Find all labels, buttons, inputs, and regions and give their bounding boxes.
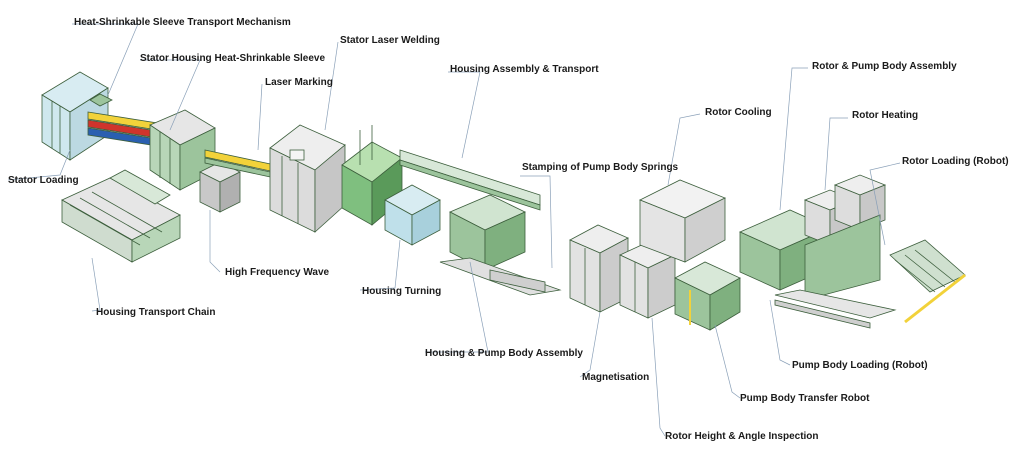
housing-transport-chain <box>61 169 181 263</box>
label-rotor-heating: Rotor Heating <box>852 110 919 121</box>
label-heat-sleeve-transport: Heat-Shrinkable Sleeve Transport Mechani… <box>74 17 291 28</box>
magnetisation-station <box>569 224 676 319</box>
rotor-inspection-station <box>674 261 741 331</box>
label-rotor-height-angle: Rotor Height & Angle Inspection <box>665 431 819 442</box>
label-stator-laser-welding: Stator Laser Welding <box>340 35 440 46</box>
label-rotor-cooling: Rotor Cooling <box>705 107 772 118</box>
label-stator-loading: Stator Loading <box>8 175 79 186</box>
welding-green-station <box>341 125 403 226</box>
housing-pump-assembly-station <box>439 194 562 296</box>
label-rotor-loading-robot: Rotor Loading (Robot) <box>902 156 1009 167</box>
label-housing-assembly-transport: Housing Assembly & Transport <box>450 64 599 75</box>
label-stamping-springs: Stamping of Pump Body Springs <box>522 162 679 173</box>
label-high-frequency-wave: High Frequency Wave <box>225 267 330 278</box>
leader-lines <box>7 23 901 437</box>
rotor-cooling-station <box>639 179 726 263</box>
label-housing-turning: Housing Turning <box>362 286 442 297</box>
laser-welding-enclosure <box>269 124 346 233</box>
label-magnetisation: Magnetisation <box>582 372 650 383</box>
housing-assembly-conveyor <box>399 149 541 211</box>
housing-turning-station <box>384 184 441 246</box>
label-housing-transport-chain: Housing Transport Chain <box>96 307 216 318</box>
label-pump-body-loading-robot: Pump Body Loading (Robot) <box>792 360 928 371</box>
label-pump-body-transfer-robot: Pump Body Transfer Robot <box>740 393 870 404</box>
label-stator-housing-sleeve: Stator Housing Heat-Shrinkable Sleeve <box>140 53 326 64</box>
label-rotor-pump-assembly: Rotor & Pump Body Assembly <box>812 61 957 72</box>
pump-body-loading-rails <box>774 289 897 329</box>
rotor-loading-rails <box>889 239 966 324</box>
rotor-heating-station <box>803 174 887 301</box>
label-housing-pump-assembly: Housing & Pump Body Assembly <box>425 348 583 359</box>
label-laser-marking: Laser Marking <box>265 77 333 88</box>
